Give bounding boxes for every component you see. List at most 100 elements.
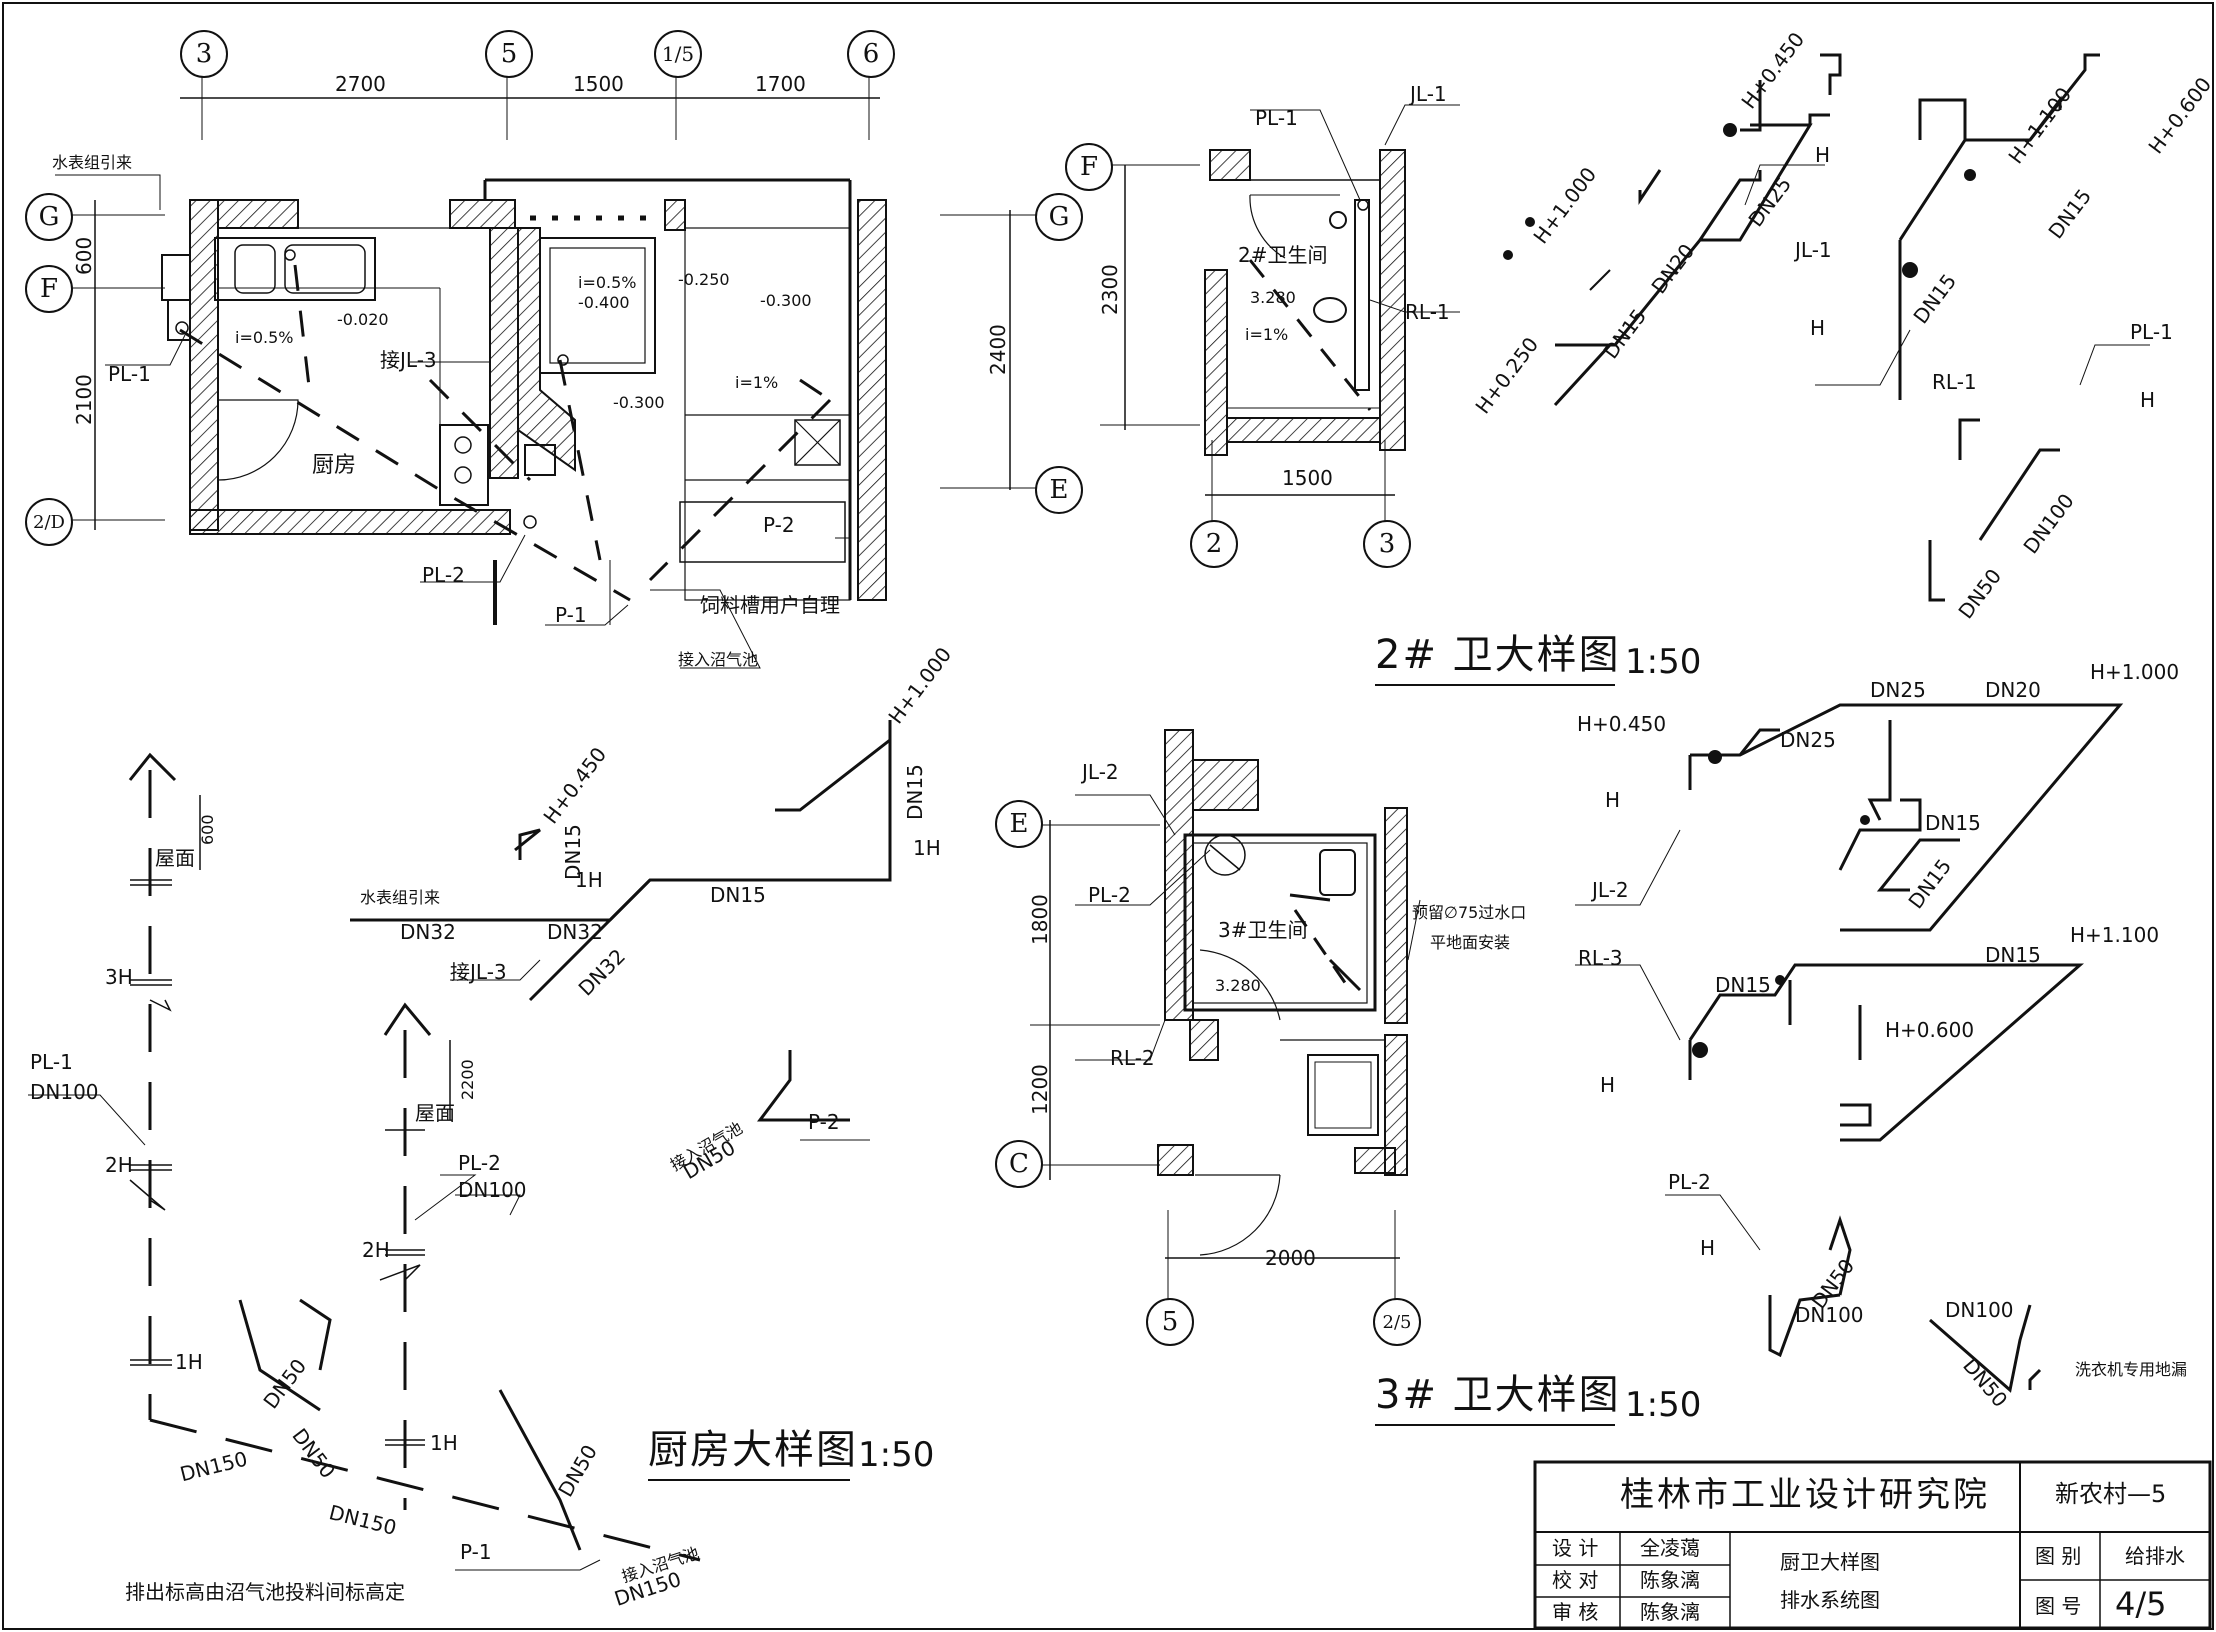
role-name: 全凌蔼 <box>1640 1536 1700 1560</box>
dim-label: 2400 <box>986 324 1010 375</box>
grid-axis-bubble: 5 <box>1146 1298 1194 1346</box>
drawing-scale: 1:50 <box>858 1435 935 1475</box>
dim-label: 1500 <box>1282 466 1333 490</box>
level-mark: H <box>1700 1236 1716 1260</box>
bath3-system-lines <box>1688 703 2124 1142</box>
plan-label: 接JL-3 <box>380 348 437 372</box>
grid-axis-bubble: F <box>25 265 73 313</box>
category-label: 图 别 <box>2035 1544 2082 1568</box>
grid-axis-bubble: E <box>995 800 1043 848</box>
plan-label: JL-1 <box>1795 238 1832 262</box>
slope-label: i=1% <box>1245 325 1289 344</box>
bath3-drain-lines <box>1768 1215 2042 1393</box>
elevation-label: H+0.600 <box>1885 1018 1975 1042</box>
dn-label: DN25 <box>1870 678 1926 702</box>
role-name: 陈象漓 <box>1640 1600 1700 1624</box>
plan-label: JL-1 <box>1410 82 1447 106</box>
bath2-system-lines <box>1553 53 2100 602</box>
drawing-title: 厨房大样图 <box>648 1427 858 1473</box>
grid-axis-bubble: G <box>1035 193 1083 241</box>
plan-label: P-1 <box>460 1540 492 1564</box>
plan-label: 水表组引来 <box>360 888 441 907</box>
plan-label: PL-2 <box>1088 883 1131 907</box>
level-mark: H <box>1605 788 1621 812</box>
plan-label: 饲料槽用户自理 <box>700 593 840 617</box>
grid-axis-bubble: 3 <box>1363 520 1411 568</box>
plan-label: RL-3 <box>1578 946 1623 970</box>
plan-label: PL-2 <box>1668 1170 1711 1194</box>
number-label: 图 号 <box>2035 1594 2082 1618</box>
number-value: 4/5 <box>2115 1585 2167 1623</box>
level-label: -0.250 <box>678 270 730 289</box>
level-label: 屋面 <box>155 846 195 870</box>
role-label: 校 对 <box>1552 1568 1599 1592</box>
plan-label: PL-1 <box>108 362 151 386</box>
plan-label: JL-2 <box>1082 760 1119 784</box>
dim-label: 2700 <box>335 72 386 96</box>
plan-label: RL-1 <box>1405 300 1450 324</box>
plan-label: P-1 <box>555 603 587 627</box>
dim-label: 2300 <box>1098 264 1122 315</box>
plan-label: RL-1 <box>1932 370 1977 394</box>
dn-label: DN32 <box>400 920 456 944</box>
kitchen-system-leaders <box>28 959 870 1571</box>
dn-label: DN100 <box>1945 1298 2014 1322</box>
drawing-scale: 1:50 <box>1625 1385 1702 1425</box>
level-label: 2H <box>362 1238 390 1262</box>
plan-label: PL-2 <box>458 1151 501 1175</box>
grid-axis-bubble: 2/5 <box>1373 1298 1421 1346</box>
kitchen-system-marks <box>129 795 451 1446</box>
plan-label: 预留∅75过水口 <box>1412 903 1527 922</box>
drawing-name: 厨卫大样图 <box>1780 1550 1880 1574</box>
plan-label: PL-1 <box>30 1050 73 1074</box>
plan-label: PL-1 <box>1255 106 1298 130</box>
bath3-system-marks <box>1692 750 1870 1058</box>
level-label: 1H <box>913 836 941 860</box>
project-name: 新农村—5 <box>2055 1480 2167 1508</box>
level-label: 屋面 <box>415 1101 455 1125</box>
dn-label: DN100 <box>30 1080 99 1104</box>
plan-label: PL-2 <box>422 563 465 587</box>
plan-label: P-2 <box>808 1110 840 1134</box>
title-block-frame <box>1533 1460 2212 1630</box>
category-value: 给排水 <box>2125 1544 2185 1568</box>
dim-label: 600 <box>198 814 217 845</box>
plan-label: PL-1 <box>2130 320 2173 344</box>
level-mark: H <box>2140 388 2156 412</box>
dim-label: 1500 <box>573 72 624 96</box>
grid-axis-bubble: 6 <box>847 30 895 78</box>
dim-label: 2200 <box>458 1059 477 1100</box>
elevation-label: H+0.450 <box>1577 712 1667 736</box>
grid-axis-bubble: E <box>1035 466 1083 514</box>
dn-label: DN15 <box>903 764 927 820</box>
elevation-label: H+1.100 <box>2070 923 2160 947</box>
note-text: 排出标高由沼气池投料间标高定 <box>125 1580 405 1604</box>
plan-label: 水表组引来 <box>52 153 133 172</box>
bath2-leaders <box>1744 164 2150 386</box>
drawing-name: 排水系统图 <box>1780 1588 1880 1612</box>
plan-label: 接入沼气池 <box>678 650 759 669</box>
grid-axis-bubble: C <box>995 1140 1043 1188</box>
bath2-system-marks <box>1503 123 1976 278</box>
grid-axis-bubble: 2 <box>1190 520 1238 568</box>
institute-name: 桂林市工业设计研究院 <box>1620 1475 1990 1515</box>
grid-axis-bubble: 2/D <box>25 498 73 546</box>
grid-axis-bubble: F <box>1065 143 1113 191</box>
slope-label: i=0.5% <box>235 328 294 347</box>
role-label: 设 计 <box>1552 1536 1599 1560</box>
grid-axis-bubble: G <box>25 193 73 241</box>
grid-axis-bubble: 5 <box>485 30 533 78</box>
grid-axis-bubble: 1/5 <box>654 30 702 78</box>
dn-label: DN15 <box>1985 943 2041 967</box>
bath3-plan-lines <box>1030 729 1421 1300</box>
dn-label: DN15 <box>710 883 766 907</box>
level-label: 1H <box>430 1431 458 1455</box>
grid-axis-bubble: 3 <box>180 30 228 78</box>
slope-label: i=1% <box>735 373 779 392</box>
level-label: 2H <box>105 1153 133 1177</box>
dn-label: DN15 <box>1715 973 1771 997</box>
dn-label: DN32 <box>547 920 603 944</box>
plan-label: 洗衣机专用地漏 <box>2075 1360 2188 1379</box>
